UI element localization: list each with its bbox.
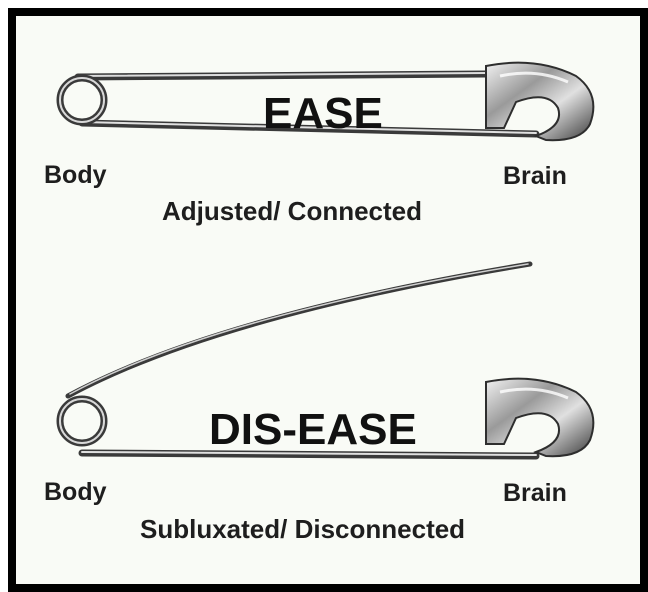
diagram-frame: EASE Body Brain Adjusted/ Connected DIS-… <box>8 8 648 592</box>
ease-title: EASE <box>263 92 383 136</box>
dis-ease-caption: Subluxated/ Disconnected <box>140 516 465 542</box>
dis-ease-title: DIS-EASE <box>209 408 417 452</box>
body-label-top: Body <box>44 163 107 188</box>
ease-caption: Adjusted/ Connected <box>162 198 422 224</box>
brain-label-bottom: Brain <box>503 481 567 506</box>
body-label-bottom: Body <box>44 480 107 505</box>
brain-label-top: Brain <box>503 164 567 189</box>
